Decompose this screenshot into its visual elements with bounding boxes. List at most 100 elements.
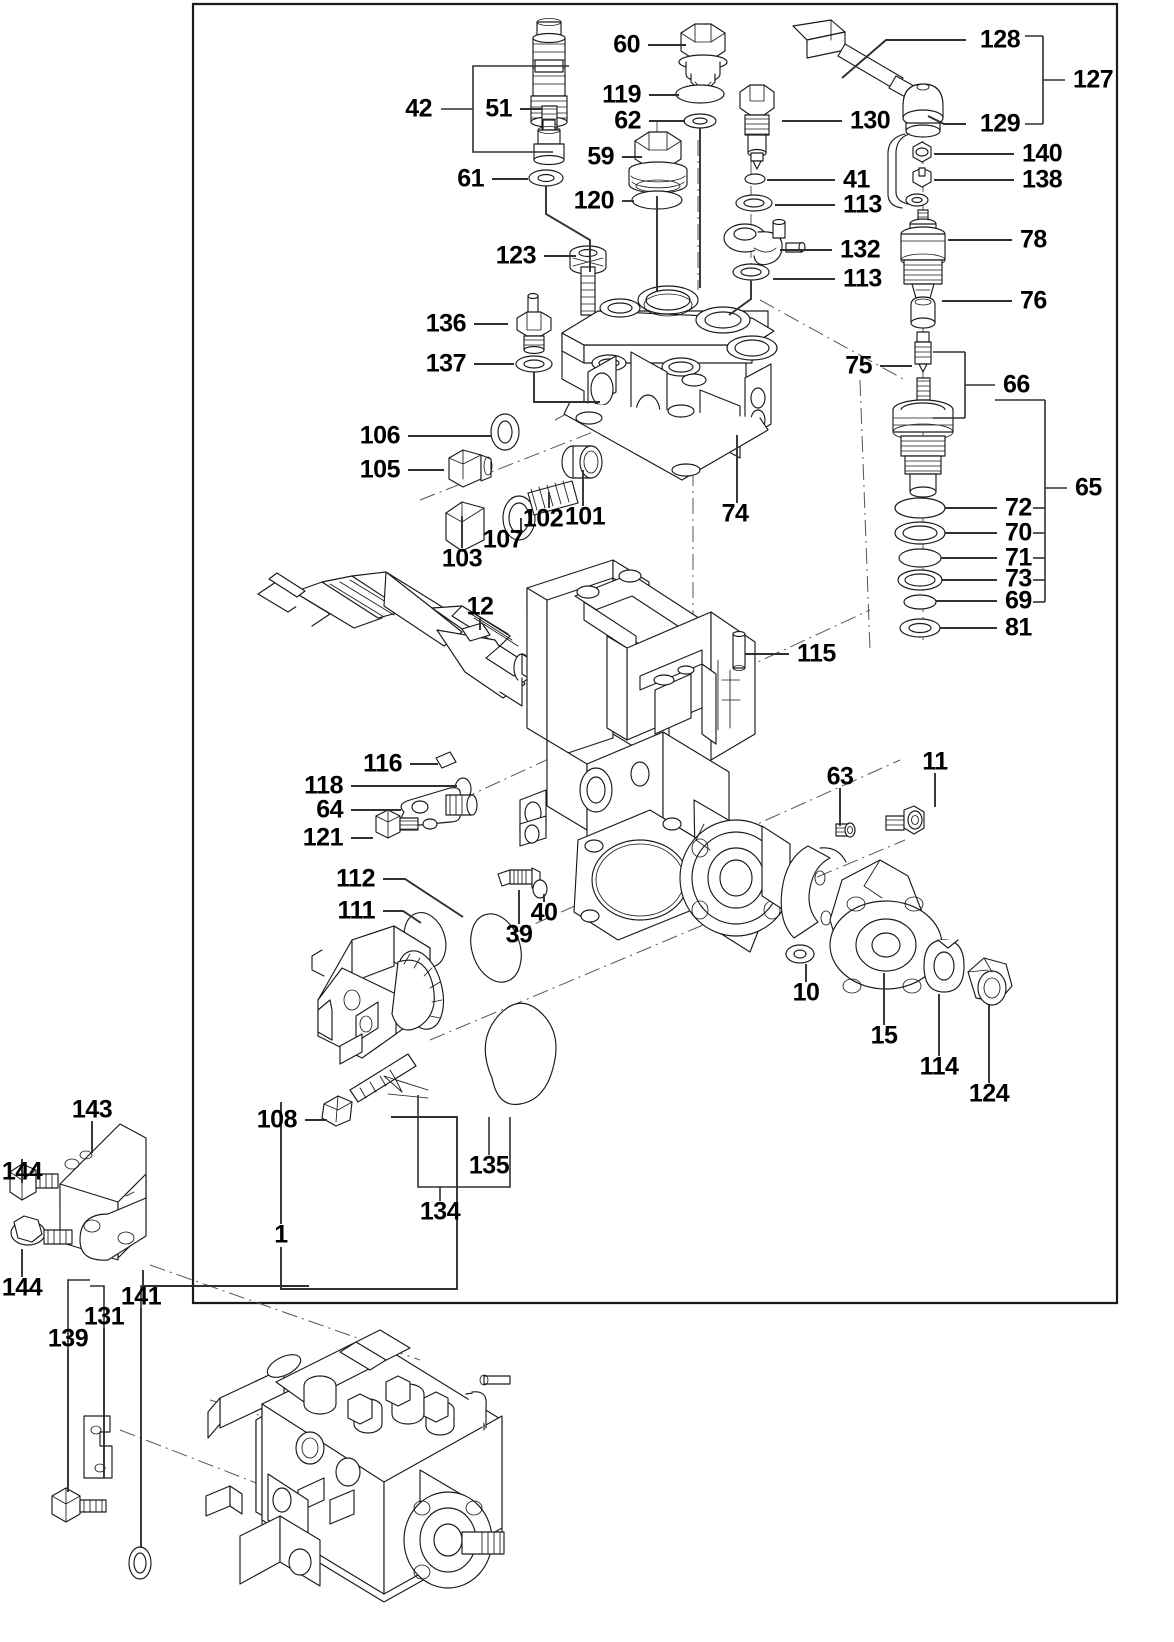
part-70-ring xyxy=(894,521,946,545)
callout-70: 70 xyxy=(1005,518,1032,547)
callout-113: 113 xyxy=(843,190,882,219)
callout-136: 136 xyxy=(425,309,467,338)
callout-15: 15 xyxy=(870,1021,898,1050)
callout-107: 107 xyxy=(482,525,524,554)
callout-76: 76 xyxy=(1020,286,1047,315)
callout-132: 132 xyxy=(840,235,881,264)
callout-42: 42 xyxy=(405,94,432,123)
part-143-bracket xyxy=(59,1123,147,1261)
callout-112: 112 xyxy=(336,864,375,893)
part-10-retainer xyxy=(780,845,847,964)
part-115-pin xyxy=(732,630,746,671)
part-60-plug xyxy=(678,23,728,90)
callout-105: 105 xyxy=(359,455,401,484)
part-107-washer xyxy=(502,495,536,541)
part-106-washer xyxy=(490,413,520,451)
callout-111: 111 xyxy=(337,896,376,925)
part-132-banjo-fitting xyxy=(723,218,806,266)
part-128-connector xyxy=(792,19,846,59)
part-121-bolt xyxy=(375,809,419,839)
callout-129: 129 xyxy=(979,109,1021,138)
part-108-bolt xyxy=(321,1053,417,1127)
part-140-nut xyxy=(912,141,932,163)
part-130-valve xyxy=(739,84,775,170)
part-105-plug xyxy=(448,449,493,488)
part-123-bolt xyxy=(569,245,607,316)
part-74-pump-head xyxy=(561,285,778,481)
callout-134: 134 xyxy=(419,1197,461,1226)
callout-11: 11 xyxy=(922,747,948,776)
part-39-valve xyxy=(497,867,541,889)
part-114-lock-washer xyxy=(923,939,965,993)
part-137-washer xyxy=(515,355,553,373)
part-112-oring xyxy=(470,913,522,983)
callout-121: 121 xyxy=(302,823,344,852)
part-11-screw xyxy=(885,805,925,835)
part-42-adjuster xyxy=(530,18,568,128)
callout-138: 138 xyxy=(1022,165,1063,194)
callout-139: 139 xyxy=(47,1324,89,1353)
callout-144: 144 xyxy=(1,1273,43,1302)
callout-108: 108 xyxy=(256,1105,298,1134)
callout-140: 140 xyxy=(1022,139,1063,168)
part-139-bolt xyxy=(51,1487,107,1523)
part-42-lower xyxy=(533,119,565,166)
callout-123: 123 xyxy=(495,241,537,270)
diagram-frame xyxy=(191,2,1119,1305)
part-65-seal-kit xyxy=(894,497,946,638)
part-69-oring xyxy=(903,594,937,610)
callout-51: 51 xyxy=(485,94,512,123)
part-59-plug xyxy=(628,131,688,194)
part-64-valve xyxy=(400,787,478,830)
part-1-assembled-pump xyxy=(205,1329,511,1603)
callout-60: 60 xyxy=(613,30,640,59)
part-camshaft xyxy=(257,571,565,707)
callout-61: 61 xyxy=(457,164,484,193)
callout-115: 115 xyxy=(797,639,836,668)
part-101-sleeve xyxy=(561,445,603,479)
callout-71: 71 xyxy=(1005,543,1032,572)
part-78-solenoid xyxy=(900,209,946,299)
part-139-clip xyxy=(83,1415,113,1479)
callout-144: 144 xyxy=(1,1157,43,1186)
callout-64: 64 xyxy=(316,795,343,824)
part-73-ring xyxy=(897,569,943,591)
part-group-60-119-62 xyxy=(628,23,728,210)
callout-10: 10 xyxy=(792,978,820,1007)
callout-65: 65 xyxy=(1075,473,1102,502)
callout-102: 102 xyxy=(522,504,564,533)
part-129-sensor-head xyxy=(902,83,944,138)
part-124-nut xyxy=(967,957,1013,1006)
callout-72: 72 xyxy=(1005,493,1032,522)
part-75-spring xyxy=(916,377,931,401)
part-113-washer-upper xyxy=(735,194,773,212)
part-127-sensor-assembly xyxy=(792,19,944,209)
callout-103: 103 xyxy=(441,544,483,573)
callout-69: 69 xyxy=(1005,586,1032,615)
callout-40: 40 xyxy=(530,898,558,927)
part-62-washer xyxy=(683,113,717,129)
callout-101: 101 xyxy=(564,502,606,531)
callout-141: 141 xyxy=(120,1282,162,1311)
callout-128: 128 xyxy=(979,25,1021,54)
part-81-washer xyxy=(899,618,941,638)
callout-114: 114 xyxy=(919,1052,959,1081)
callout-74: 74 xyxy=(721,499,749,528)
part-41-oring xyxy=(744,173,766,185)
part-135-gasket xyxy=(484,1002,557,1106)
callout-124: 124 xyxy=(968,1079,1010,1108)
part-138-eyelet xyxy=(905,193,929,207)
callout-116: 116 xyxy=(363,749,402,778)
part-119-oring xyxy=(675,84,725,104)
part-71-oring xyxy=(898,548,942,568)
part-136-fitting xyxy=(516,292,552,355)
callout-135: 135 xyxy=(468,1151,510,1180)
callout-59: 59 xyxy=(587,142,614,171)
part-138-terminal xyxy=(912,167,932,188)
callout-75: 75 xyxy=(845,351,872,380)
callout-12: 12 xyxy=(466,592,494,621)
callout-41: 41 xyxy=(843,165,870,194)
callout-78: 78 xyxy=(1020,225,1047,254)
callout-119: 119 xyxy=(602,80,641,109)
part-144-bolt-upper xyxy=(9,1163,59,1201)
